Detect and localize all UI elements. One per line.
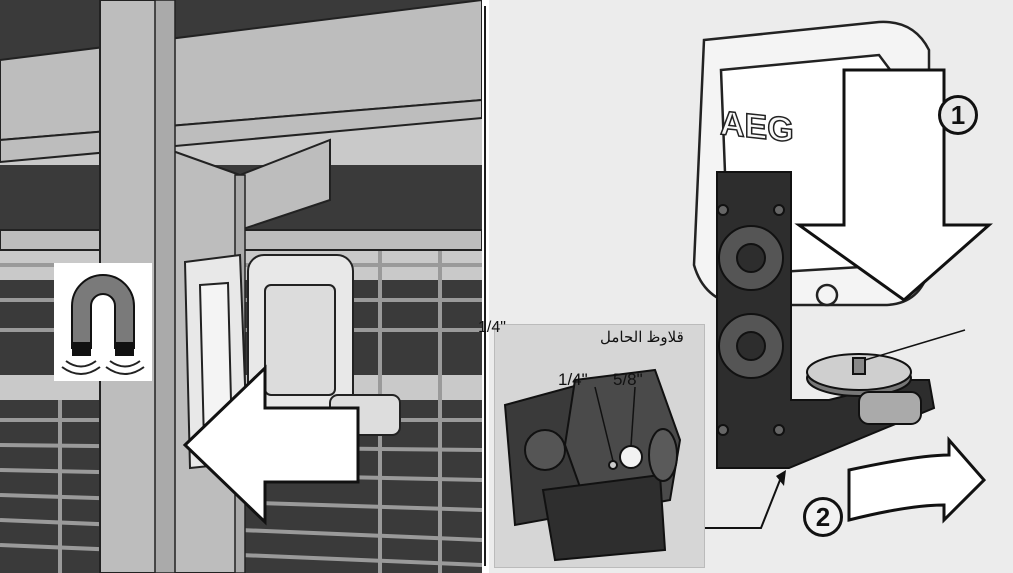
thread-detail-inset [494, 324, 705, 568]
thread-size-five-eighths-label: 5/8" [613, 370, 643, 390]
panel-divider [482, 0, 489, 573]
step-two-badge: 2 [803, 497, 843, 537]
step-one-badge: 1 [938, 95, 978, 135]
laser-bottom-illustration [495, 325, 704, 567]
thread-size-quarter-label: 1/4" [558, 370, 588, 390]
edge-size-label: 1/4" [478, 319, 506, 337]
brand-logo: AEG [720, 104, 794, 151]
thread-label: قلاوظ الحامل [600, 328, 684, 346]
magnetic-mount-panel [0, 0, 482, 573]
steel-frame-illustration [0, 0, 482, 573]
